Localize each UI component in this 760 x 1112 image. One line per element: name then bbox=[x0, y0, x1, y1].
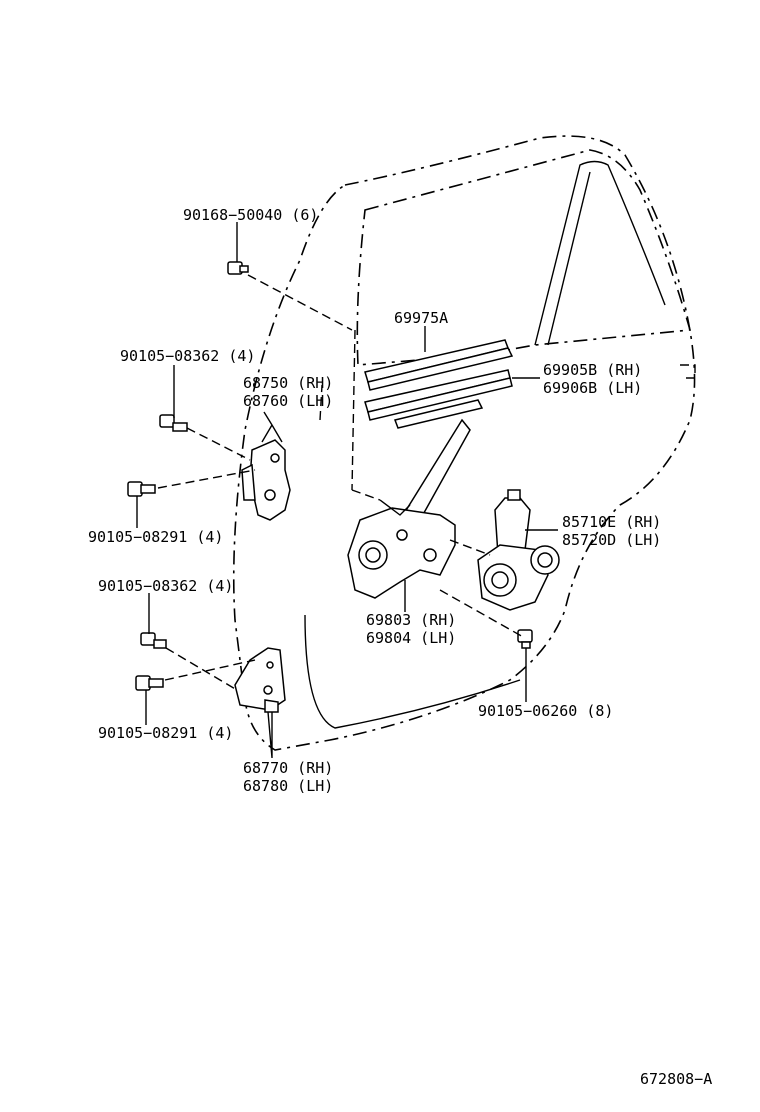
window-regulator-part bbox=[347, 418, 471, 599]
install-line-2 bbox=[186, 427, 251, 461]
label-regulator-lh: 69804 (LH) bbox=[366, 629, 456, 647]
install-line-6 bbox=[439, 589, 526, 639]
label-bolt-upper-b: 90105−08291 (4) bbox=[88, 528, 223, 546]
label-hinge-lower-lh: 68780 (LH) bbox=[243, 777, 333, 795]
label-channel: 69975A bbox=[394, 309, 448, 327]
bolt-upper-a-part bbox=[159, 414, 188, 432]
motor-part bbox=[477, 489, 560, 611]
label-hinge-upper-lh: 68760 (LH) bbox=[243, 392, 333, 410]
label-run-rh: 69905B (RH) bbox=[543, 361, 642, 379]
label-bolt-motor: 90105−06260 (8) bbox=[478, 702, 613, 720]
bolt-motor-part bbox=[517, 629, 533, 649]
label-run-lh: 69906B (LH) bbox=[543, 379, 642, 397]
bolt-upper-b-part bbox=[127, 481, 156, 497]
bolt-lower-b-part bbox=[135, 675, 164, 691]
diagram-code: 672808−A bbox=[640, 1070, 712, 1088]
install-line-4 bbox=[165, 647, 238, 691]
bolt-lower-a-part bbox=[140, 632, 167, 649]
install-line-3 bbox=[157, 469, 256, 489]
label-hinge-upper-rh: 68750 (RH) bbox=[243, 374, 333, 392]
door-inner-bottom bbox=[304, 614, 521, 729]
door-window-frame bbox=[356, 149, 692, 366]
label-hinge-lower-rh: 68770 (RH) bbox=[243, 759, 333, 777]
leader-hinge-lower bbox=[267, 711, 273, 759]
channel-part bbox=[364, 339, 514, 391]
door-outline bbox=[232, 135, 696, 751]
lower-hinge-part bbox=[234, 647, 286, 713]
label-motor-rh: 85710E (RH) bbox=[562, 513, 661, 531]
install-line-5 bbox=[164, 659, 256, 681]
label-bolt-upper-a: 90105−08362 (4) bbox=[120, 347, 255, 365]
label-motor-lh: 85720D (LH) bbox=[562, 531, 661, 549]
install-line-1 bbox=[247, 274, 353, 331]
glass-edge-2 bbox=[547, 171, 591, 346]
label-bolt-lower-b: 90105−08291 (4) bbox=[98, 724, 233, 742]
upper-hinge-part bbox=[241, 439, 291, 521]
run-channel-part bbox=[364, 369, 513, 429]
glass-edge bbox=[534, 160, 666, 346]
label-regulator-rh: 69803 (RH) bbox=[366, 611, 456, 629]
install-line-7 bbox=[449, 539, 491, 556]
label-screw-top: 90168−50040 (6) bbox=[183, 206, 318, 224]
leader-hinge-upper bbox=[261, 411, 283, 443]
label-bolt-lower-a: 90105−08362 (4) bbox=[98, 577, 233, 595]
screw-top-part bbox=[227, 261, 249, 275]
install-line-8 bbox=[351, 489, 381, 501]
door-inner-panel bbox=[319, 329, 696, 491]
